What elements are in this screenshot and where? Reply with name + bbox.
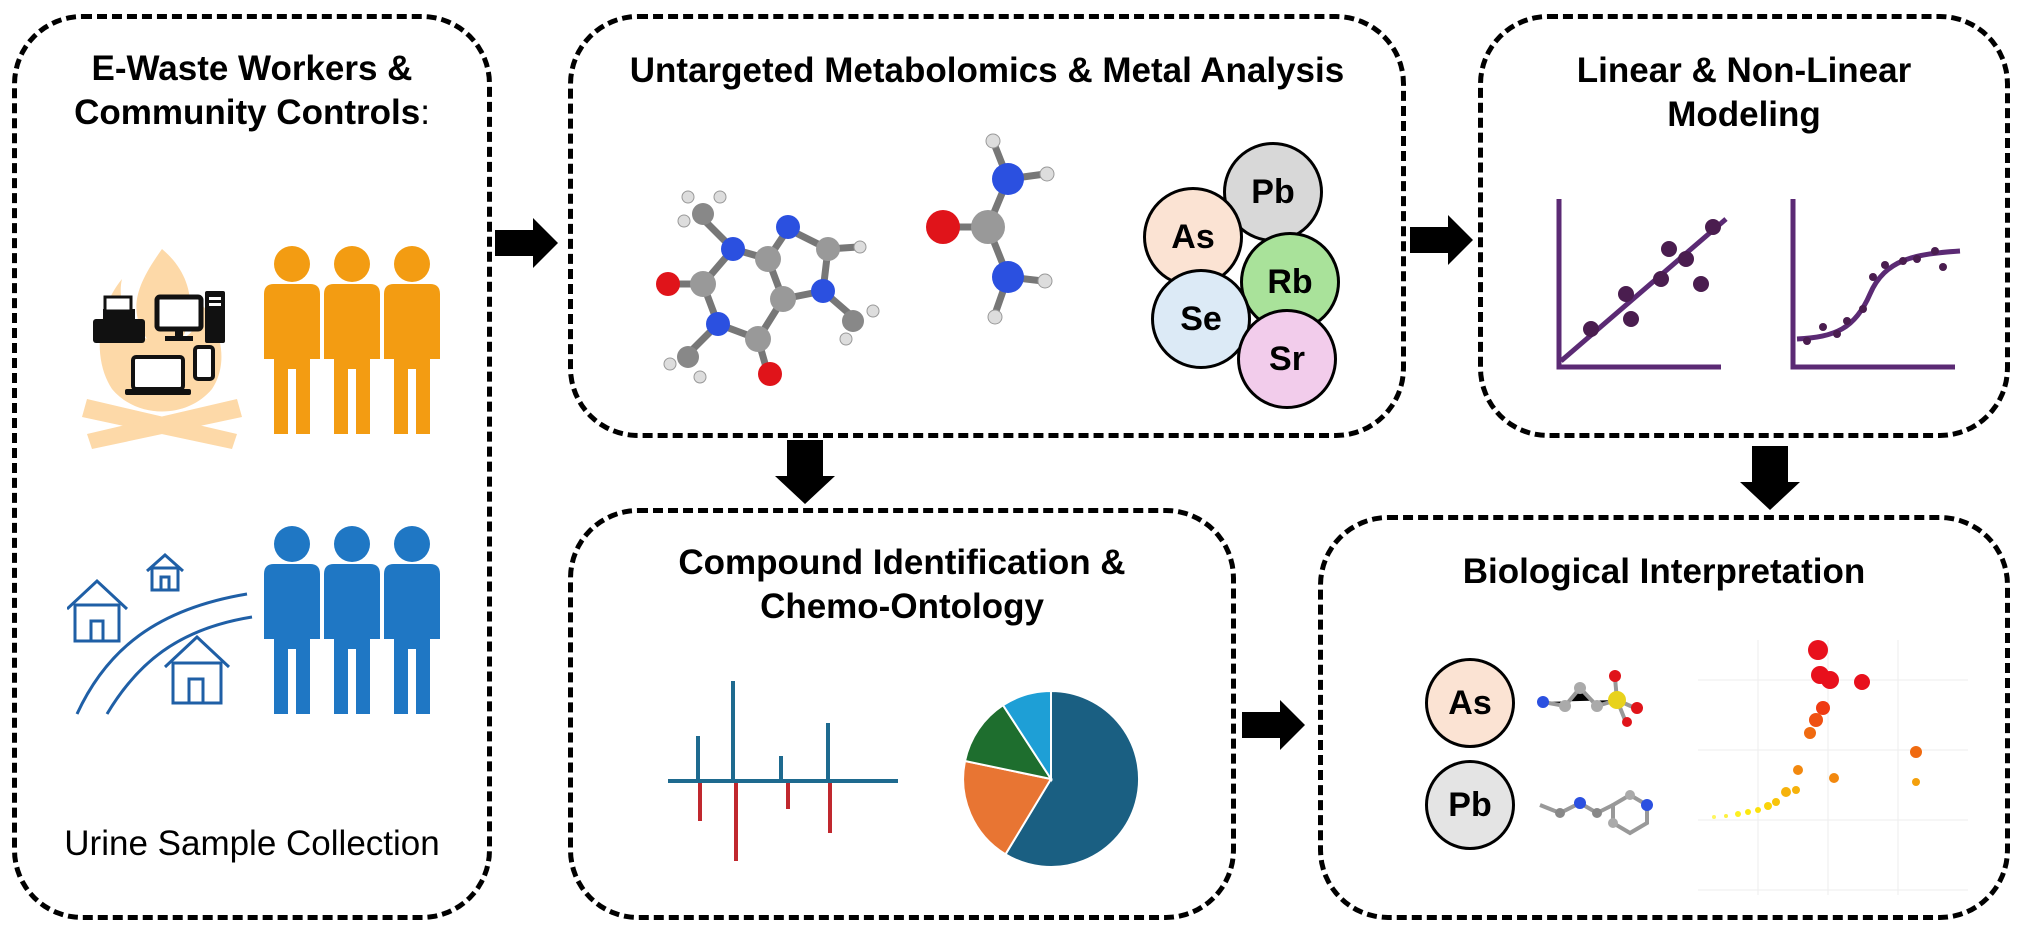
printer-icon: [93, 295, 145, 343]
metabolomics-title: Untargeted Metabolomics & Metal Analysis: [629, 51, 1345, 90]
mirror-spectrum: [668, 681, 898, 861]
laptop-icon: [125, 355, 191, 395]
house-icon: [163, 634, 231, 705]
ewaste-fire-icon: [82, 249, 242, 449]
workers-title-line1: E-Waste Workers &: [91, 49, 413, 88]
workers-title: E-Waste Workers & Community Controls:: [17, 47, 487, 135]
panel-bio: Biological Interpretation As Pb: [1318, 515, 2010, 920]
molecule-icon: [1539, 790, 1653, 836]
bio-element-pb: Pb: [1425, 760, 1515, 850]
panel-metabolomics: Untargeted Metabolomics & Metal Analysis: [568, 14, 1406, 438]
phone-icon: [193, 345, 215, 381]
molecule-icon: [1537, 670, 1643, 727]
bio-title: Biological Interpretation: [1462, 552, 1866, 591]
house-icon: [146, 552, 184, 592]
molecule-icon: [926, 133, 1055, 325]
computer-icon: [154, 291, 225, 343]
modeling-title-line1: Linear & Non-Linear: [1576, 51, 1912, 90]
compound-title: Compound Identification & Chemo-Ontology: [573, 541, 1231, 629]
modeling-title-line2: Modeling: [1667, 95, 1821, 134]
person-icon: [264, 246, 440, 434]
compound-title-line2: Chemo-Ontology: [760, 587, 1044, 626]
element-as: As: [1143, 187, 1243, 287]
bio-element-as: As: [1425, 658, 1515, 748]
modeling-title: Linear & Non-Linear Modeling: [1483, 49, 2005, 137]
arrow-right-icon: [1410, 215, 1473, 265]
workers-people-icon: [264, 246, 440, 434]
arrow-down-icon: [775, 440, 835, 504]
nonlinear-model-plot: [1790, 199, 1961, 370]
arrow-right-icon: [1242, 700, 1305, 750]
arrow-right-icon: [495, 218, 558, 268]
linear-model-plot: [1556, 199, 1728, 370]
community-icon: [67, 552, 253, 715]
element-sr: Sr: [1237, 309, 1337, 409]
workers-footer: Urine Sample Collection: [64, 824, 440, 863]
workers-title-line2: Community Controls: [74, 93, 421, 132]
controls-people-icon: [264, 526, 440, 714]
panel-compound: Compound Identification & Chemo-Ontology: [568, 508, 1236, 920]
panel-workers: E-Waste Workers & Community Controls:: [12, 14, 492, 920]
house-icon: [67, 578, 129, 643]
person-icon: [264, 526, 440, 714]
panel-modeling: Linear & Non-Linear Modeling: [1478, 14, 2010, 438]
ontology-pie: [962, 689, 1141, 868]
compound-title-line1: Compound Identification &: [678, 543, 1126, 582]
workers-title-colon: :: [420, 93, 430, 132]
molecule-icon: [656, 190, 880, 386]
element-se: Se: [1151, 269, 1251, 369]
association-scatter: [1698, 640, 1968, 895]
arrow-down-icon: [1740, 446, 1800, 510]
